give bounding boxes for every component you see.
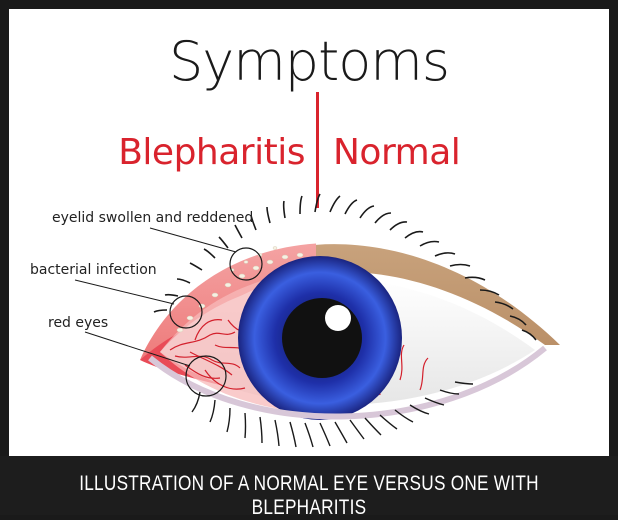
callout-red-eyes: red eyes	[48, 315, 108, 331]
leader-line-eyelid	[150, 228, 236, 252]
pupil-highlight	[325, 305, 351, 331]
leader-line-infection	[75, 280, 174, 304]
callout-eyelid-swollen: eyelid swollen and reddened	[52, 210, 253, 226]
caption-text: ILLUSTRATION OF A NORMAL EYE VERSUS ONE …	[56, 472, 563, 520]
eye-illustration	[0, 0, 618, 456]
pupil	[282, 298, 362, 378]
callout-bacterial-infection: bacterial infection	[30, 262, 157, 278]
